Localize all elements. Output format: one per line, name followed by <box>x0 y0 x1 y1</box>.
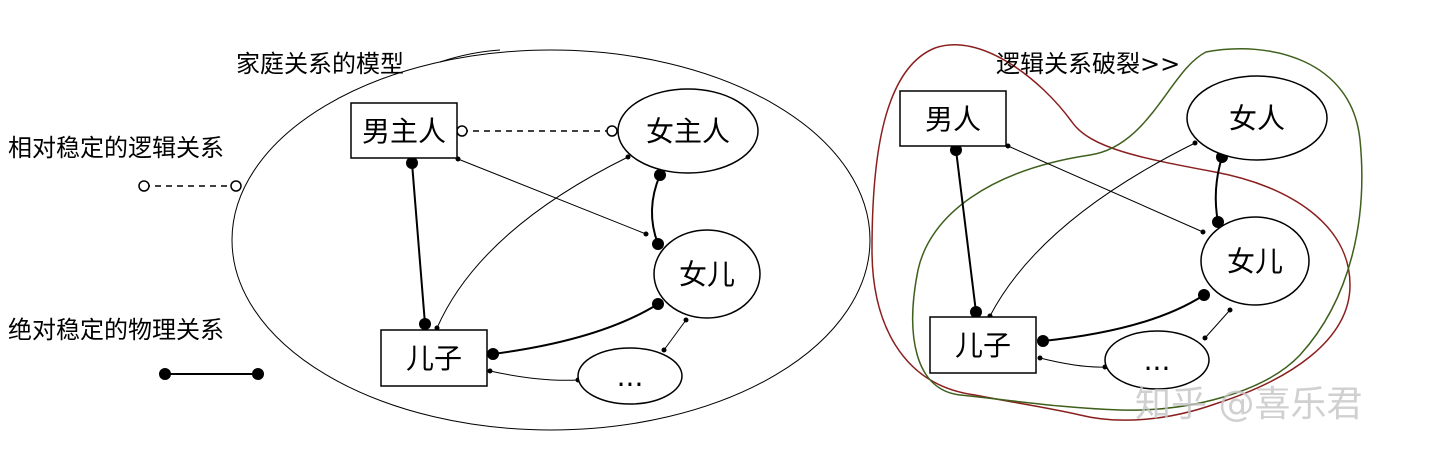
right-diagram-title: 逻辑关系破裂>> <box>996 50 1180 78</box>
node-woman: 女人 <box>1186 75 1328 161</box>
right-connector-endpoints <box>950 140 1233 370</box>
left-diagram: 家庭关系的模型 <box>231 49 871 431</box>
node-daughter-label: 女儿 <box>679 258 735 291</box>
family-boundary-ellipse <box>231 49 871 431</box>
node-daughter: 女儿 <box>653 229 761 319</box>
node-others-right: ... <box>1104 330 1210 390</box>
node-daughter-right-label: 女儿 <box>1227 245 1283 278</box>
legend: 相对稳定的逻辑关系 绝对稳定的物理关系 <box>8 134 264 380</box>
green-boundary-outline <box>912 48 1363 411</box>
watermark: 知乎 @喜乐君 <box>1135 384 1362 425</box>
legend-logical-label: 相对稳定的逻辑关系 <box>8 134 224 162</box>
node-others-label: ... <box>617 360 644 393</box>
legend-logical-line <box>138 180 242 192</box>
node-son-right: 儿子 <box>929 316 1037 374</box>
node-daughter-right: 女儿 <box>1200 216 1310 306</box>
node-husband: 男主人 <box>350 102 458 159</box>
node-son-label: 儿子 <box>406 342 462 375</box>
node-wife-label: 女主人 <box>646 115 730 148</box>
node-man-label: 男人 <box>925 103 981 136</box>
node-man: 男人 <box>899 90 1007 147</box>
left-diagram-title: 家庭关系的模型 <box>236 50 404 78</box>
red-boundary-outline <box>871 44 1351 421</box>
node-son: 儿子 <box>380 329 488 387</box>
node-others-right-label: ... <box>1144 344 1171 377</box>
node-wife: 女主人 <box>617 88 759 174</box>
left-connectors <box>411 130 687 381</box>
legend-physical-label: 绝对稳定的物理关系 <box>8 316 224 344</box>
right-diagram: 逻辑关系破裂>> <box>871 44 1363 421</box>
node-woman-label: 女人 <box>1229 102 1285 135</box>
node-son-right-label: 儿子 <box>955 329 1011 362</box>
right-connectors <box>955 142 1231 368</box>
legend-physical-line <box>159 368 264 380</box>
node-others: ... <box>577 347 683 405</box>
node-husband-label: 男主人 <box>362 115 446 148</box>
